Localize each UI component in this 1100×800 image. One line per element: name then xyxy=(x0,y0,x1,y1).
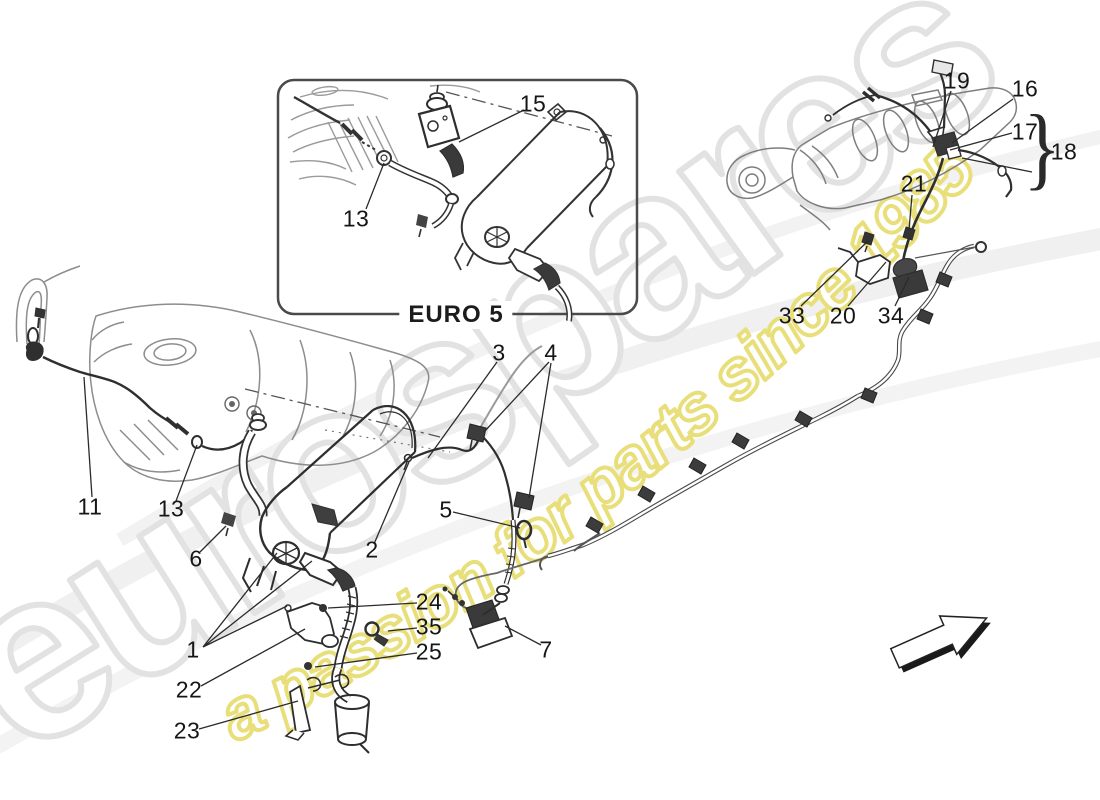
callout-20: 20 xyxy=(829,302,857,329)
direction-arrow-icon xyxy=(889,615,991,673)
callout-11: 11 xyxy=(77,493,103,520)
callout-1: 1 xyxy=(186,636,200,663)
callout-18: 18 xyxy=(1050,138,1078,165)
canister-assembly xyxy=(221,388,451,754)
callout-13: 13 xyxy=(157,495,185,522)
callout-22: 22 xyxy=(175,676,203,703)
swoosh-arc xyxy=(116,129,1100,546)
callout-23: 23 xyxy=(173,717,201,744)
callout-4: 4 xyxy=(544,339,558,366)
callout-17: 17 xyxy=(1011,118,1039,145)
fuel-tank-drawing xyxy=(15,265,430,482)
long-fuel-pipe xyxy=(539,241,987,571)
callout-16: 16 xyxy=(1011,75,1039,102)
swoosh-arc xyxy=(0,228,1100,661)
callout-5: 5 xyxy=(439,496,453,523)
callout-19: 19 xyxy=(943,67,971,94)
swoosh-arc xyxy=(0,341,1100,754)
callout-7: 7 xyxy=(539,636,553,663)
bracket-18-brace: } xyxy=(1023,96,1061,198)
callout-6: 6 xyxy=(189,545,203,572)
callout-3: 3 xyxy=(492,339,506,366)
callout-35: 35 xyxy=(415,613,443,640)
inset-panel xyxy=(276,78,639,322)
intake-manifold-drawing xyxy=(726,59,1018,299)
callout-13-inset: 13 xyxy=(342,205,370,232)
callout-33: 33 xyxy=(778,302,806,329)
leader-lines xyxy=(83,90,1033,730)
callout-34: 34 xyxy=(877,302,905,329)
callout-24: 24 xyxy=(415,588,443,615)
callout-15: 15 xyxy=(519,90,547,117)
inset-euro5-label: EURO 5 xyxy=(399,301,513,329)
callout-25: 25 xyxy=(415,638,443,665)
callout-21: 21 xyxy=(900,170,928,197)
callout-2: 2 xyxy=(365,536,379,563)
purge-valve-7 xyxy=(442,545,584,650)
vapour-pipes xyxy=(411,345,543,603)
